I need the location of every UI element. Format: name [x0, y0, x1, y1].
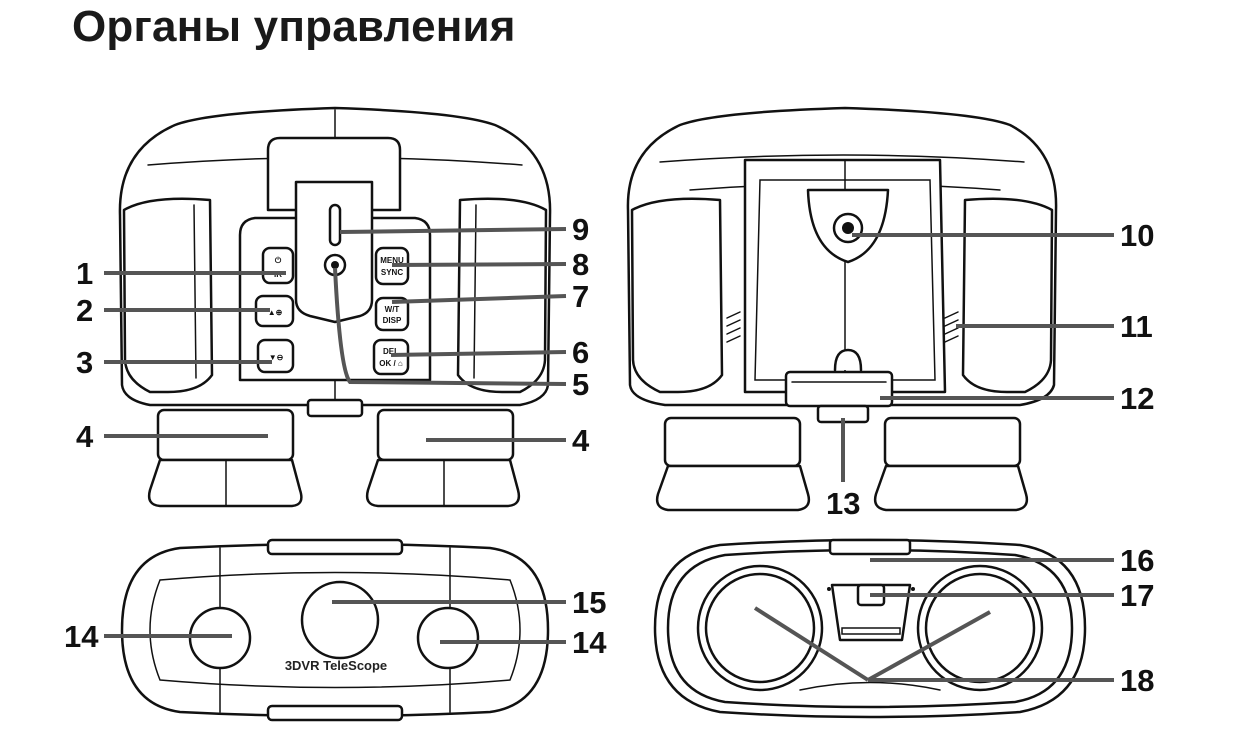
- svg-text:DISP: DISP: [383, 316, 402, 325]
- menu-sync-button[interactable]: MENU SYNC: [374, 246, 410, 286]
- wt-disp-button[interactable]: W/T DISP: [374, 296, 410, 332]
- right-focus-ring[interactable]: [376, 408, 515, 462]
- brand-label: 3DVR TeleScope: [285, 658, 387, 673]
- down-zoom-out-button[interactable]: ▼⊖: [256, 338, 295, 374]
- binocular-rear-view: [626, 106, 1058, 512]
- callout-8: 8: [572, 247, 589, 282]
- callout-12: 12: [1120, 381, 1154, 416]
- callout-11: 11: [1120, 309, 1153, 344]
- callout-14-right: 14: [572, 625, 607, 660]
- svg-text:OK / ⌂: OK / ⌂: [379, 359, 403, 368]
- svg-text:W/T: W/T: [385, 305, 400, 314]
- callout-13: 13: [826, 486, 860, 521]
- callout-17: 17: [1120, 578, 1154, 613]
- callout-4-left: 4: [76, 419, 94, 454]
- callout-numbers: 1 2 3 4 4 5 6 7 8 9 10 11 12 13 14 14 15…: [64, 212, 1154, 698]
- callout-9: 9: [572, 212, 589, 247]
- callout-5: 5: [572, 367, 589, 402]
- svg-text:DEL: DEL: [383, 347, 399, 356]
- binocular-objective-view: [653, 538, 1087, 719]
- svg-text:MENU: MENU: [380, 256, 404, 265]
- binocular-top-view: 3DVR TeleScope: [120, 538, 550, 722]
- callout-3: 3: [76, 345, 93, 380]
- power-icon: ⏻: [275, 256, 282, 265]
- del-ok-button[interactable]: DEL OK / ⌂: [372, 338, 410, 376]
- svg-text:▲⊕: ▲⊕: [268, 308, 283, 317]
- leader-lines: [104, 227, 1114, 682]
- callout-14-left: 14: [64, 619, 99, 654]
- callout-18: 18: [1120, 663, 1154, 698]
- svg-text:SYNC: SYNC: [381, 268, 403, 277]
- page-title: Органы управления: [72, 2, 516, 51]
- callout-1: 1: [76, 256, 93, 291]
- up-zoom-in-button[interactable]: ▲⊕: [254, 294, 295, 328]
- callout-6: 6: [572, 335, 589, 370]
- binocular-front-view: ⏻ IR ▲⊕ ▼⊖ MENU SYNC W/T DISP DEL OK / ⌂: [118, 106, 552, 508]
- callout-2: 2: [76, 293, 93, 328]
- power-ir-button[interactable]: ⏻ IR: [261, 246, 295, 285]
- callout-15: 15: [572, 585, 606, 620]
- callout-16: 16: [1120, 543, 1154, 578]
- svg-text:▼⊖: ▼⊖: [269, 353, 284, 362]
- callout-4-right: 4: [572, 423, 590, 458]
- callout-7: 7: [572, 279, 589, 314]
- callout-10: 10: [1120, 218, 1154, 253]
